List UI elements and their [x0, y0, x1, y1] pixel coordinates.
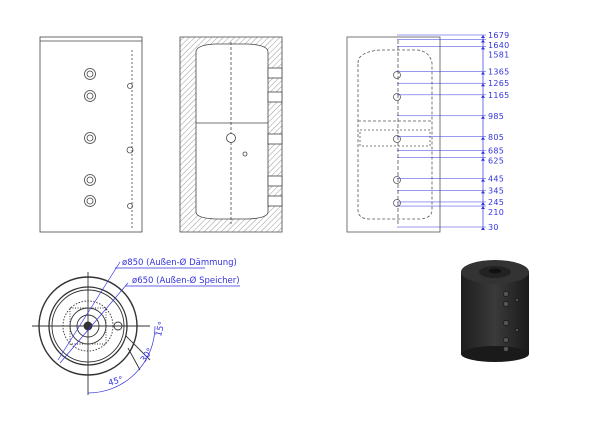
height-label: 985	[488, 112, 504, 121]
dimension-arrow	[481, 227, 485, 230]
top-view-dimensions	[57, 261, 240, 394]
dimension-arrow	[481, 39, 485, 43]
height-label: 445	[488, 175, 504, 184]
dimension-arrow	[481, 190, 485, 194]
section-view	[179, 36, 283, 233]
dimension-arrow	[481, 206, 485, 210]
height-label: 30	[488, 223, 499, 232]
height-label: 1265	[488, 79, 510, 88]
dimension-arrow	[481, 83, 485, 87]
connection-ports	[84, 68, 134, 209]
height-label: 245	[488, 198, 504, 207]
height-label: 805	[488, 133, 504, 142]
height-label: 210	[488, 208, 504, 217]
side-view	[346, 36, 441, 233]
height-label: 345	[488, 186, 504, 195]
dimension-arrow	[481, 35, 485, 38]
height-label: 1165	[488, 91, 510, 100]
dimension-arrow	[481, 201, 485, 205]
diameter-tank-label: ø650 (Außen-Ø Speicher)	[132, 275, 240, 286]
angle-30-label: 30°	[139, 346, 156, 364]
dimension-arrow	[481, 71, 485, 75]
dimension-arrow	[481, 150, 485, 154]
height-label: 625	[488, 157, 504, 166]
height-label: 1640	[488, 41, 510, 50]
tank-3d-render	[461, 260, 529, 362]
front-view	[39, 36, 143, 233]
dimension-arrow	[481, 115, 485, 119]
angle-15-label: 15°	[154, 321, 168, 338]
height-label: 1581	[488, 51, 510, 60]
height-label: 1679	[488, 31, 510, 40]
dimension-arrow	[481, 46, 485, 50]
dimension-arrow	[481, 94, 485, 98]
diameter-insulation-label: ø850 (Außen-Ø Dämmung)	[122, 257, 237, 268]
height-label: 685	[488, 147, 504, 156]
dimension-arrow	[481, 178, 485, 182]
height-label: 1365	[488, 68, 510, 77]
dimension-arrow	[481, 136, 485, 140]
dimension-arrow	[481, 157, 485, 161]
angle-45-label: 45°	[107, 375, 124, 389]
